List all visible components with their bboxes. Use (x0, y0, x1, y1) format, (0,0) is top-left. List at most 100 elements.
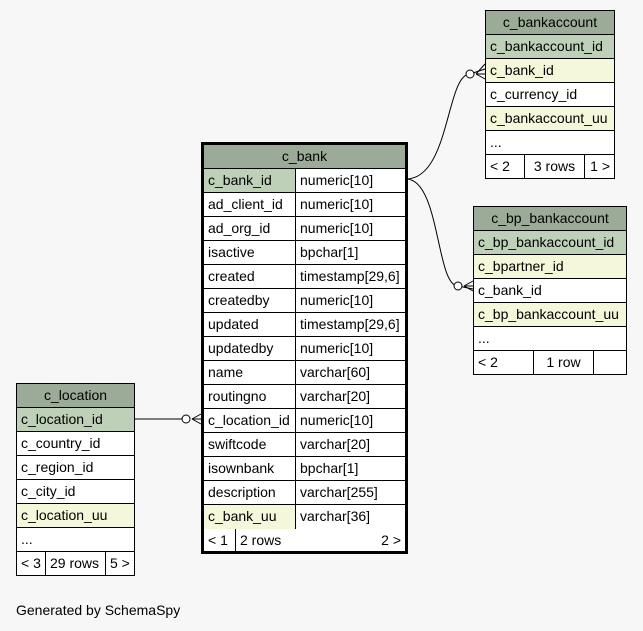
optional-marker-bankaccount (465, 69, 475, 79)
table-c-bankaccount[interactable]: c_bankaccount c_bankaccount_id c_bank_id… (485, 10, 615, 179)
table-header[interactable]: c_bank (204, 145, 405, 169)
column-name: c_bank_id (204, 169, 296, 192)
column-row: c_bank_id (486, 59, 614, 83)
column-name: ad_client_id (204, 193, 296, 216)
column-type: varchar[60] (300, 364, 371, 380)
column-row: ... (17, 528, 134, 552)
column-row: c_city_id (17, 480, 134, 504)
column-type: varchar[20] (300, 436, 371, 452)
column-type: numeric[10] (300, 292, 374, 308)
column-row: c_bpartner_id (474, 255, 626, 279)
column-name: c_country_id (21, 435, 101, 451)
edge-bank-to-bankaccount (405, 68, 486, 180)
optional-marker-bank-location (181, 414, 191, 424)
row-count: 29 rows (46, 552, 106, 576)
column-row: c_bp_bankaccount_uu (474, 303, 626, 327)
parents-count[interactable]: < 2 (486, 155, 525, 179)
parents-count[interactable]: < 3 (17, 552, 46, 576)
column-name: c_bankaccount_uu (490, 110, 608, 126)
column-name: description (204, 481, 296, 504)
table-footer: < 2 3 rows 1 > (486, 155, 614, 179)
children-count[interactable]: 2 > (381, 532, 401, 548)
column-row: c_location_uu (17, 504, 134, 528)
column-name: isownbank (204, 457, 296, 480)
edge-bank-to-bp-bankaccount (405, 178, 474, 290)
column-name: c_bank_id (490, 62, 554, 78)
column-row: c_bp_bankaccount_id (474, 231, 626, 255)
column-name: c_location_uu (21, 507, 108, 523)
children-count[interactable]: 5 > (110, 555, 130, 571)
column-type: timestamp[29,6] (300, 316, 400, 332)
column-name: c_bankaccount_id (490, 38, 603, 54)
column-name: c_location_id (204, 409, 296, 432)
crowfoot-bank-location (191, 413, 202, 425)
column-name: c_bpartner_id (478, 258, 564, 274)
table-header[interactable]: c_bankaccount (486, 11, 614, 35)
row-count: 2 rows (240, 532, 282, 548)
table-header[interactable]: c_bp_bankaccount (474, 207, 626, 231)
column-row: c_country_id (17, 432, 134, 456)
column-name: c_currency_id (490, 86, 578, 102)
column-name: created (204, 265, 296, 288)
column-row: ... (474, 327, 626, 351)
column-name: ad_org_id (204, 217, 296, 240)
column-type: bpchar[1] (300, 460, 359, 476)
column-name: swiftcode (204, 433, 296, 456)
column-type: numeric[10] (300, 412, 374, 428)
children-count[interactable] (594, 351, 626, 375)
column-row: c_location_id (17, 408, 134, 432)
row-count: 3 rows (525, 155, 585, 179)
row-count: 1 row (534, 351, 594, 375)
table-c-location[interactable]: c_location c_location_id c_country_id c_… (16, 383, 135, 576)
table-footer: < 2 1 row (474, 351, 626, 375)
parents-count[interactable]: < 1 (204, 529, 236, 553)
column-row: c_bankaccount_uu (486, 107, 614, 131)
column-row: ... (486, 131, 614, 155)
column-name: ... (490, 134, 502, 150)
table-c-bp-bankaccount[interactable]: c_bp_bankaccount c_bp_bankaccount_id c_b… (473, 206, 627, 375)
column-name: routingno (204, 385, 296, 408)
column-name: isactive (204, 241, 296, 264)
column-name: updated (204, 313, 296, 336)
column-name: c_region_id (21, 459, 94, 475)
crowfoot-bp-bankaccount (463, 280, 474, 292)
column-name: c_bp_bankaccount_uu (478, 306, 619, 322)
column-name: createdby (204, 289, 296, 312)
table-footer: < 1 2 rows 2 > (204, 529, 405, 553)
column-name: name (204, 361, 296, 384)
column-name: c_bank_id (478, 282, 542, 298)
column-type: numeric[10] (300, 220, 374, 236)
column-name: updatedby (204, 337, 296, 360)
table-header[interactable]: c_location (17, 384, 134, 408)
column-type: numeric[10] (300, 196, 374, 212)
column-type: bpchar[1] (300, 244, 359, 260)
column-row: c_bank_id (474, 279, 626, 303)
column-type: varchar[20] (300, 388, 371, 404)
column-row: c_region_id (17, 456, 134, 480)
optional-marker-bp-bankaccount (453, 281, 463, 291)
column-type: varchar[36] (300, 508, 371, 524)
column-name: c_location_id (21, 411, 103, 427)
children-count[interactable]: 1 > (590, 158, 610, 174)
column-name: c_bank_uu (204, 505, 296, 529)
column-name: c_bp_bankaccount_id (478, 234, 615, 250)
column-row: c_currency_id (486, 83, 614, 107)
column-type: timestamp[29,6] (300, 268, 400, 284)
column-type: varchar[255] (300, 484, 378, 500)
parents-count[interactable]: < 2 (474, 351, 534, 375)
column-name: ... (478, 330, 490, 346)
